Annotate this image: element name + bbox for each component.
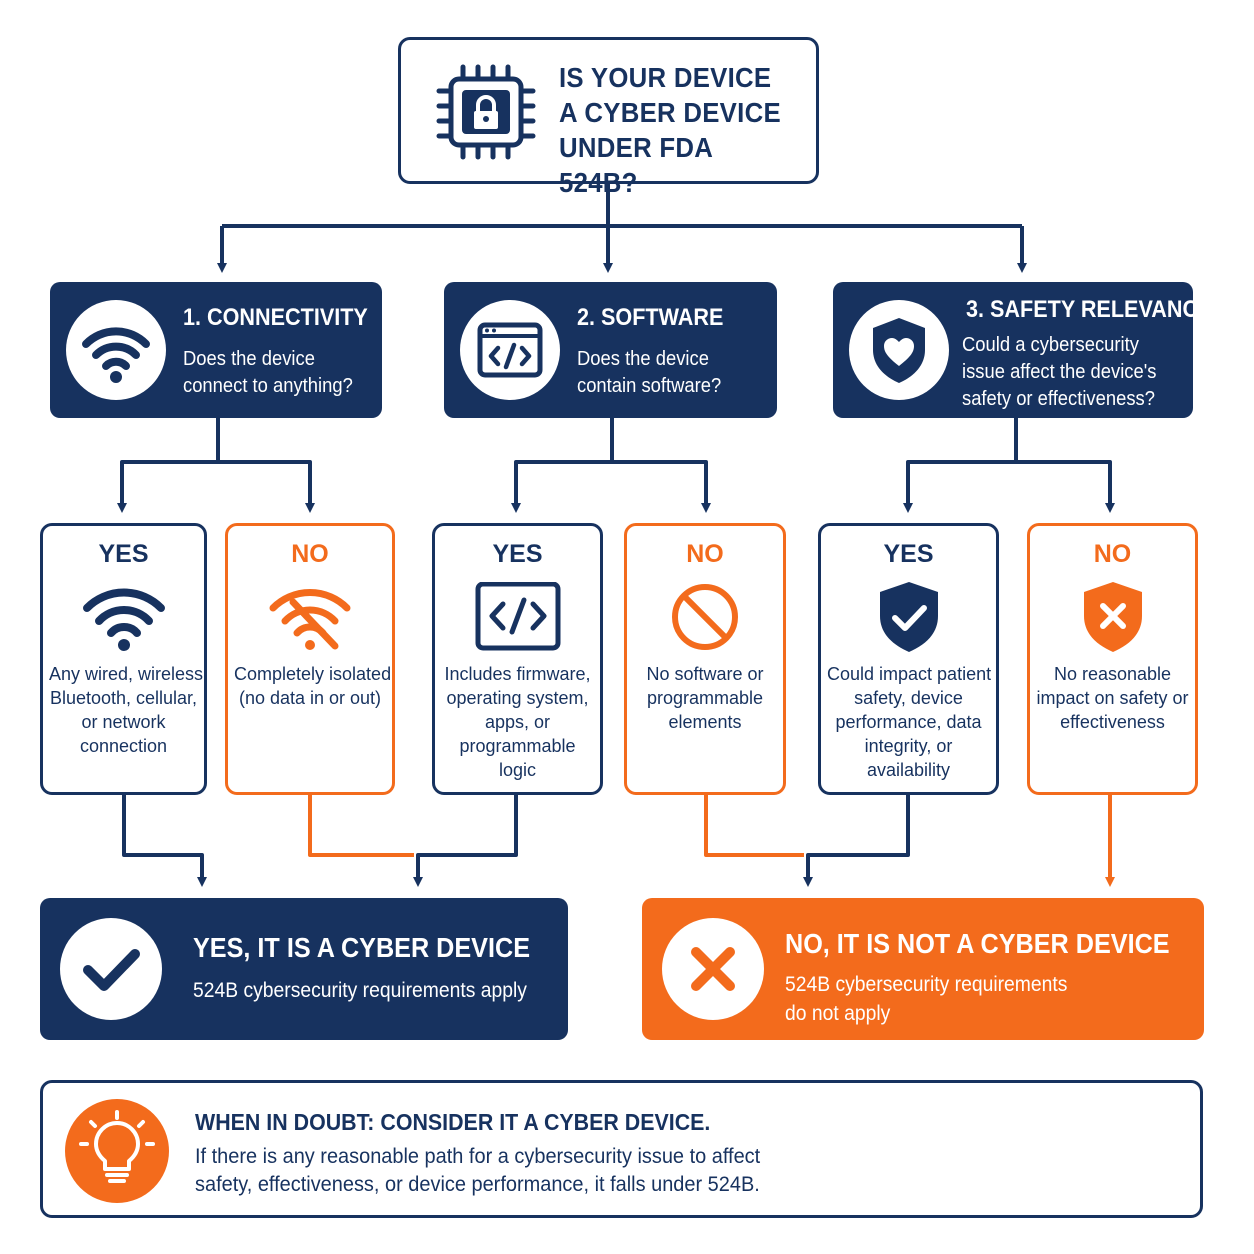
note-body-line: If there is any reasonable path for a cy… bbox=[195, 1145, 761, 1168]
result-subtitle-line: 524B cybersecurity requirements bbox=[785, 973, 1068, 996]
result-yes-cyber-device: YES, IT IS A CYBER DEVICE 524B cybersecu… bbox=[40, 898, 568, 1040]
question-line: contain software? bbox=[577, 375, 722, 397]
desc-line: (no data in or out) bbox=[238, 688, 382, 708]
desc-line: Bluetooth, cellular, bbox=[49, 688, 198, 708]
desc-line: elements bbox=[668, 712, 742, 732]
question-line: Could a cybersecurity bbox=[962, 334, 1139, 356]
desc-line: Includes firmware, bbox=[444, 664, 591, 684]
desc-line: or network bbox=[81, 712, 166, 732]
outcome-software-no: NO No software or programmable elements bbox=[624, 523, 786, 795]
outcome-connectivity-yes: YES Any wired, wireless, Bluetooth, cell… bbox=[40, 523, 209, 795]
shield-check-icon bbox=[879, 582, 938, 652]
question-line: issue affect the device's bbox=[962, 361, 1157, 383]
outcome-description: Includes firmware, operating system, app… bbox=[441, 662, 594, 782]
criteria-question: Could a cybersecurity issue affect the d… bbox=[962, 332, 1157, 413]
desc-line: availability bbox=[866, 760, 951, 780]
result-title: NO, IT IS NOT A CYBER DEVICE bbox=[785, 928, 1170, 959]
criteria-safety-relevance: 3. SAFETY RELEVANCE Could a cybersecurit… bbox=[833, 282, 1212, 418]
code-icon bbox=[475, 582, 560, 651]
criteria-question: Does the device connect to anything? bbox=[183, 346, 367, 400]
code-window-icon bbox=[460, 300, 560, 400]
question-line: Does the device bbox=[577, 348, 709, 370]
outcome-connectivity-no: NO Completely isolated (no data in or ou… bbox=[225, 523, 395, 795]
chip-lock-icon bbox=[431, 57, 541, 167]
outcome-description: Completely isolated (no data in or out) bbox=[234, 662, 392, 710]
outcome-label: NO bbox=[1093, 540, 1132, 568]
desc-line: logic bbox=[498, 760, 537, 780]
outcome-description: Could impact patient safety, device perf… bbox=[827, 662, 992, 782]
wifi-off-icon bbox=[269, 589, 351, 650]
desc-line: programmable bbox=[646, 688, 764, 708]
outcome-description: Any wired, wireless, Bluetooth, cellular… bbox=[49, 662, 209, 758]
title-box: IS YOUR DEVICE A CYBER DEVICE UNDER FDA … bbox=[398, 37, 819, 198]
check-icon bbox=[60, 918, 162, 1020]
wifi-icon bbox=[82, 588, 165, 651]
criteria-software: 2. SOFTWARE Does the device contain soft… bbox=[444, 282, 777, 418]
question-line: safety or effectiveness? bbox=[962, 388, 1155, 410]
note-title: WHEN IN DOUBT: CONSIDER IT A CYBER DEVIC… bbox=[195, 1109, 711, 1135]
outcome-label: YES bbox=[98, 540, 149, 568]
outcome-label: NO bbox=[686, 540, 724, 568]
outcome-description: No software or programmable elements bbox=[633, 662, 777, 734]
result-not-cyber-device: NO, IT IS NOT A CYBER DEVICE 524B cybers… bbox=[642, 898, 1204, 1040]
desc-line: No reasonable bbox=[1053, 664, 1172, 684]
question-line: Does the device bbox=[183, 348, 315, 370]
result-subtitle: 524B cybersecurity requirements do not a… bbox=[785, 970, 1067, 1028]
desc-line: Completely isolated bbox=[234, 664, 392, 684]
result-subtitle: 524B cybersecurity requirements apply bbox=[193, 976, 527, 1005]
desc-line: programmable bbox=[459, 736, 576, 756]
title-line: UNDER FDA 524B? bbox=[559, 132, 713, 198]
desc-line: apps, or bbox=[484, 712, 551, 732]
page-title: IS YOUR DEVICE A CYBER DEVICE UNDER FDA … bbox=[559, 60, 789, 200]
shield-x-icon bbox=[1083, 582, 1142, 652]
outcome-label: YES bbox=[492, 540, 543, 568]
title-line: A CYBER DEVICE bbox=[559, 97, 781, 128]
prohibited-icon bbox=[672, 584, 738, 650]
criteria-title: 2. SOFTWARE bbox=[577, 304, 724, 331]
title-line: IS YOUR DEVICE bbox=[559, 62, 772, 93]
x-icon bbox=[662, 918, 764, 1020]
outcome-label: YES bbox=[883, 540, 934, 568]
doubt-note: WHEN IN DOUBT: CONSIDER IT A CYBER DEVIC… bbox=[40, 1080, 1203, 1218]
wifi-icon bbox=[66, 300, 166, 400]
criteria-title: 3. SAFETY RELEVANCE bbox=[966, 296, 1213, 323]
desc-line: performance, data bbox=[835, 712, 982, 732]
result-subtitle-line: do not apply bbox=[785, 1002, 891, 1025]
outcome-safety-yes: YES Could impact patient safety, device … bbox=[818, 523, 999, 795]
desc-line: Any wired, wireless, bbox=[49, 664, 209, 684]
result-title: YES, IT IS A CYBER DEVICE bbox=[193, 932, 531, 963]
desc-line: safety, device bbox=[854, 688, 963, 708]
shield-heart-icon bbox=[849, 300, 949, 400]
lightbulb-icon bbox=[65, 1099, 169, 1203]
desc-line: No software or bbox=[646, 664, 764, 684]
desc-line: effectiveness bbox=[1060, 712, 1165, 732]
criteria-question: Does the device contain software? bbox=[577, 346, 761, 400]
outcome-description: No reasonable impact on safety or effect… bbox=[1036, 662, 1189, 734]
desc-line: impact on safety or bbox=[1036, 688, 1189, 708]
desc-line: operating system, bbox=[446, 688, 589, 708]
outcome-software-yes: YES Includes firmware, operating system,… bbox=[432, 523, 603, 795]
criteria-connectivity: 1. CONNECTIVITY Does the device connect … bbox=[50, 282, 382, 418]
desc-line: connection bbox=[79, 736, 168, 756]
outcome-safety-no: NO No reasonable impact on safety or eff… bbox=[1027, 523, 1198, 795]
note-body-line: safety, effectiveness, or device perform… bbox=[195, 1173, 760, 1196]
note-body: If there is any reasonable path for a cy… bbox=[195, 1143, 760, 1199]
result-subtitle-line: 524B cybersecurity requirements apply bbox=[193, 979, 527, 1002]
desc-line: Could impact patient bbox=[827, 664, 992, 684]
criteria-title: 1. CONNECTIVITY bbox=[183, 304, 368, 331]
outcome-label: NO bbox=[291, 540, 329, 568]
desc-line: integrity, or bbox=[864, 736, 953, 756]
question-line: connect to anything? bbox=[183, 375, 353, 397]
